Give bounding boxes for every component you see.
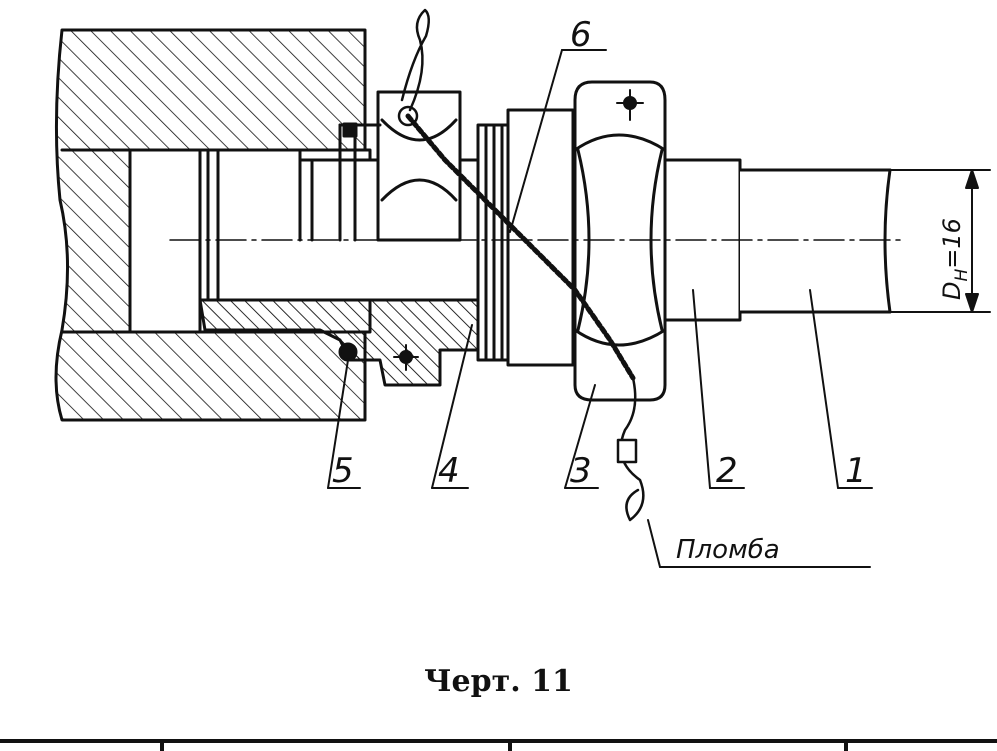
- lock-wire: [397, 8, 645, 522]
- pipe: [738, 168, 892, 314]
- part-label-4: 4: [438, 451, 460, 491]
- bottom-rule: [0, 739, 997, 751]
- part-label-6: 6: [570, 15, 592, 55]
- gasket-ring: [338, 342, 358, 362]
- lock-pin-marks: [393, 89, 644, 371]
- part-label-2: 2: [716, 451, 738, 491]
- seal-label: Пломба: [676, 535, 780, 565]
- leader-lines: [327, 49, 873, 568]
- part-label-3: 3: [570, 451, 592, 491]
- dimension-label: DH=16: [938, 218, 972, 300]
- figure-caption: Черт. 11: [424, 664, 573, 699]
- union-ring: [476, 108, 575, 367]
- dimension-line: [889, 169, 991, 313]
- part-label-5: 5: [332, 451, 354, 491]
- part-label-1: 1: [845, 451, 867, 491]
